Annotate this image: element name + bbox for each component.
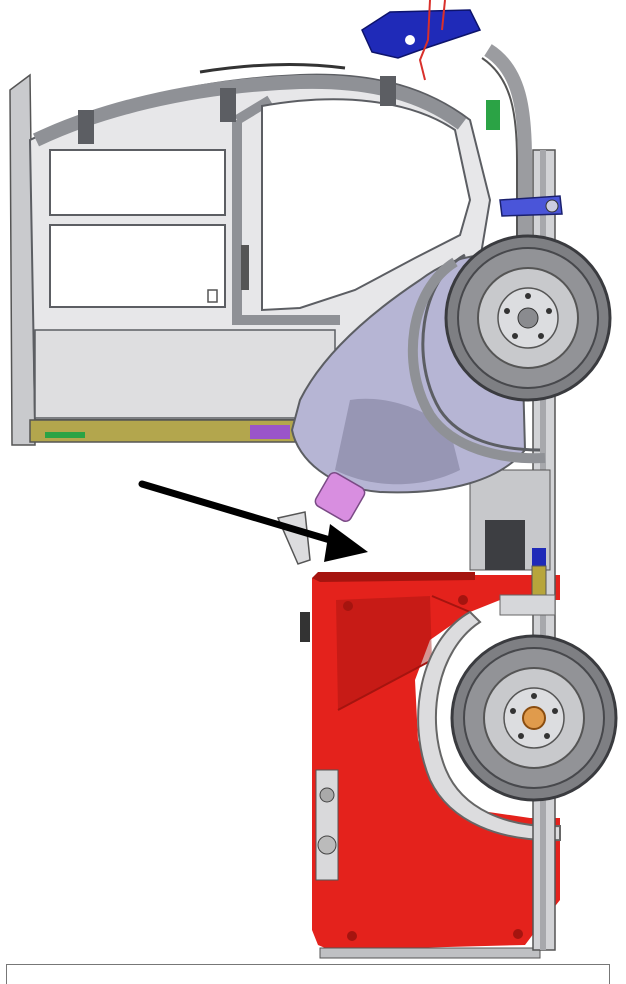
cab-door-handle [241, 245, 249, 290]
mast-hose [483, 44, 532, 240]
pink-hose [314, 471, 366, 523]
chassis-side-panel [315, 769, 339, 881]
mast-hose-edge [481, 57, 518, 240]
chassis-body [312, 575, 560, 950]
cab-roof-hinge [220, 88, 236, 122]
fender-inner-arch-2 [407, 257, 546, 464]
rear-wheel [450, 634, 618, 802]
chassis-window-recess [336, 596, 432, 710]
mounting-arrow [138, 480, 368, 562]
front-wheel [444, 234, 612, 402]
hub [522, 706, 546, 730]
arrow-shaft [138, 480, 344, 547]
cab-sill-green [45, 432, 85, 438]
cab-door-latch [207, 289, 218, 303]
lug-nuts [510, 693, 558, 739]
cab-windshield [261, 98, 472, 312]
blue-link-arm [499, 195, 563, 217]
cab-rear-window-lower [49, 224, 226, 308]
chassis-bolt [458, 595, 468, 605]
red-chassis [300, 572, 561, 959]
blue-mount-bracket [361, 9, 482, 59]
green-fitting [486, 100, 500, 130]
cab-rear-post [9, 73, 36, 446]
cab-lower-panel [34, 329, 336, 419]
mast-bracket [499, 594, 556, 616]
funnel [276, 511, 311, 565]
chassis-bolt [347, 931, 357, 941]
red-cable [418, 0, 446, 81]
cab-door-frame [232, 95, 340, 325]
rear-wheel-arch [417, 610, 561, 842]
cab-rear-window [49, 149, 226, 216]
chassis-bolt [513, 929, 523, 939]
chassis-side-port [317, 835, 337, 855]
figure-frame-bottom [6, 964, 610, 984]
chassis-base-rail [319, 947, 541, 959]
chassis-left-strut [300, 612, 310, 642]
coupling-plate [485, 520, 525, 570]
chassis-side-port [319, 787, 335, 803]
cab-roof-hinge [78, 110, 94, 144]
cab-roof-hinge [380, 76, 396, 106]
arrow-head [324, 524, 368, 562]
chassis-fold-line [337, 595, 471, 711]
mount-bolt [405, 35, 415, 45]
cab-sill-violet [250, 425, 290, 439]
top-mount [361, 0, 563, 217]
hub [517, 307, 539, 329]
chassis-top-lip [312, 572, 475, 582]
roof-wiper [199, 63, 346, 74]
link-pivot [545, 199, 559, 213]
lug-nuts [504, 293, 552, 339]
blue-cylinder [532, 548, 546, 568]
chassis-bolt [343, 601, 353, 611]
